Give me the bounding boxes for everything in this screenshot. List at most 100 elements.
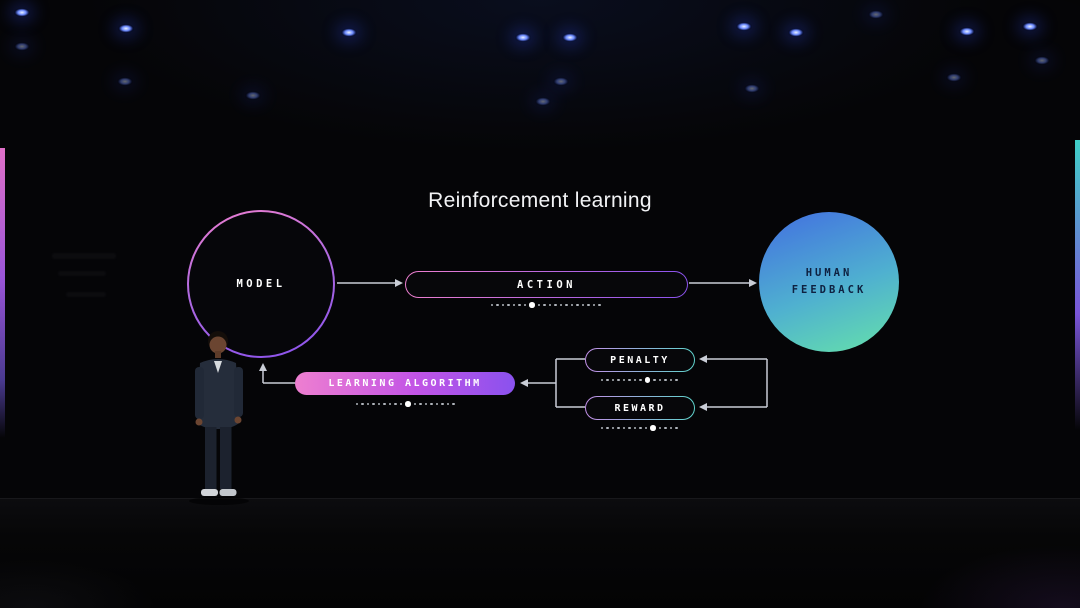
trail-dot — [675, 426, 678, 430]
trail-dot — [452, 402, 455, 406]
presenter-arm — [195, 367, 204, 419]
stage-light-icon — [736, 22, 752, 31]
trail-dot — [512, 303, 515, 307]
trail-dot — [664, 378, 667, 382]
trail-dot — [361, 402, 364, 406]
arrow-right-icon — [749, 279, 757, 287]
ambient-glow — [0, 0, 1080, 240]
stage-light-icon — [553, 77, 569, 86]
trail-dot — [653, 378, 656, 382]
stage-light-icon — [245, 91, 261, 100]
trail-dot — [537, 303, 540, 307]
stage-light-icon — [868, 10, 884, 19]
trail-dot — [658, 426, 661, 430]
stage-front-edge — [0, 498, 1080, 499]
stage-light-icon — [118, 24, 134, 33]
node-learning-algorithm: LEARNING ALGORITHM — [295, 372, 515, 395]
trail-dot — [628, 426, 631, 430]
trail-dot — [355, 402, 358, 406]
trail-dot — [435, 402, 438, 406]
trail-dot — [424, 402, 427, 406]
trail-dot — [611, 426, 614, 430]
presenter-shirt — [214, 361, 222, 373]
arrow-up-icon — [259, 363, 267, 371]
stage-light-icon — [341, 28, 357, 37]
trail-dot — [576, 303, 579, 307]
node-penalty-label: PENALTY — [610, 354, 670, 366]
dotted-trail-penalty — [585, 376, 693, 384]
floor-glow — [0, 538, 300, 608]
stage-light-icon — [515, 33, 531, 42]
node-action-label: ACTION — [517, 278, 576, 291]
trail-dot — [413, 402, 416, 406]
trail-dot — [581, 303, 584, 307]
arrow-left-icon — [520, 379, 528, 387]
trail-dot — [490, 303, 493, 307]
trail-dot — [554, 303, 557, 307]
node-reward: REWARD — [585, 396, 695, 420]
trail-dot — [639, 426, 642, 430]
slide-title: Reinforcement learning — [428, 189, 652, 212]
trail-dot — [543, 303, 546, 307]
presenter-face — [209, 336, 227, 354]
trail-dot-active — [405, 401, 411, 407]
dotted-trail-learning-algorithm — [295, 400, 515, 408]
trail-dot — [622, 426, 625, 430]
trail-dot — [669, 426, 672, 430]
node-model: MODEL — [187, 210, 335, 358]
stage-light-icon — [562, 33, 578, 42]
trail-dot — [507, 303, 510, 307]
trail-dot — [598, 303, 601, 307]
arrow-right-icon — [395, 279, 403, 287]
presenter-jacket — [197, 359, 239, 429]
trail-dot — [372, 402, 375, 406]
stage-light-icon — [788, 28, 804, 37]
trail-dot — [587, 303, 590, 307]
trail-dot — [388, 402, 391, 406]
trail-dot-active — [650, 425, 656, 431]
trail-dot — [399, 402, 402, 406]
stage-light-icon — [959, 27, 975, 36]
presenter-neck — [215, 351, 221, 358]
trail-dot — [518, 303, 521, 307]
node-human-feedback-label: HUMAN FEEDBACK — [791, 267, 867, 296]
node-action: ACTION — [405, 271, 688, 298]
trail-dot — [617, 378, 620, 382]
trail-dot — [383, 402, 386, 406]
wall-smudge — [66, 292, 106, 297]
arrow-left-icon — [699, 403, 707, 411]
stage-light-icon — [14, 42, 30, 51]
screen-edge-gradient-left — [0, 148, 5, 438]
trail-dot — [570, 303, 573, 307]
stage-light-icon — [535, 97, 551, 106]
stage-light-icon — [117, 77, 133, 86]
trail-dot-active — [529, 302, 535, 308]
trail-dot — [394, 402, 397, 406]
presenter-shoe — [219, 489, 237, 496]
trail-dot — [669, 378, 672, 382]
trail-dot-active — [644, 377, 650, 383]
wall-smudge — [58, 271, 106, 276]
node-learning-algorithm-label: LEARNING ALGORITHM — [328, 378, 482, 389]
trail-dot — [592, 303, 595, 307]
trail-dot — [644, 426, 647, 430]
presenter-leg — [205, 427, 217, 489]
trail-dot — [501, 303, 504, 307]
presenter-silhouette — [189, 331, 249, 505]
trail-dot — [622, 378, 625, 382]
trail-dot — [664, 426, 667, 430]
trail-dot — [675, 378, 678, 382]
trail-dot — [446, 402, 449, 406]
dotted-trail-action — [405, 301, 686, 309]
screen-edge-gradient-right — [1075, 140, 1080, 430]
trail-dot — [600, 426, 603, 430]
trail-dot — [606, 426, 609, 430]
trail-dot — [548, 303, 551, 307]
presenter-shoe — [201, 489, 218, 496]
presenter-arm — [234, 367, 243, 417]
presenter-hand — [234, 416, 242, 424]
node-model-label: MODEL — [236, 278, 286, 290]
trail-dot — [523, 303, 526, 307]
trail-dot — [628, 378, 631, 382]
